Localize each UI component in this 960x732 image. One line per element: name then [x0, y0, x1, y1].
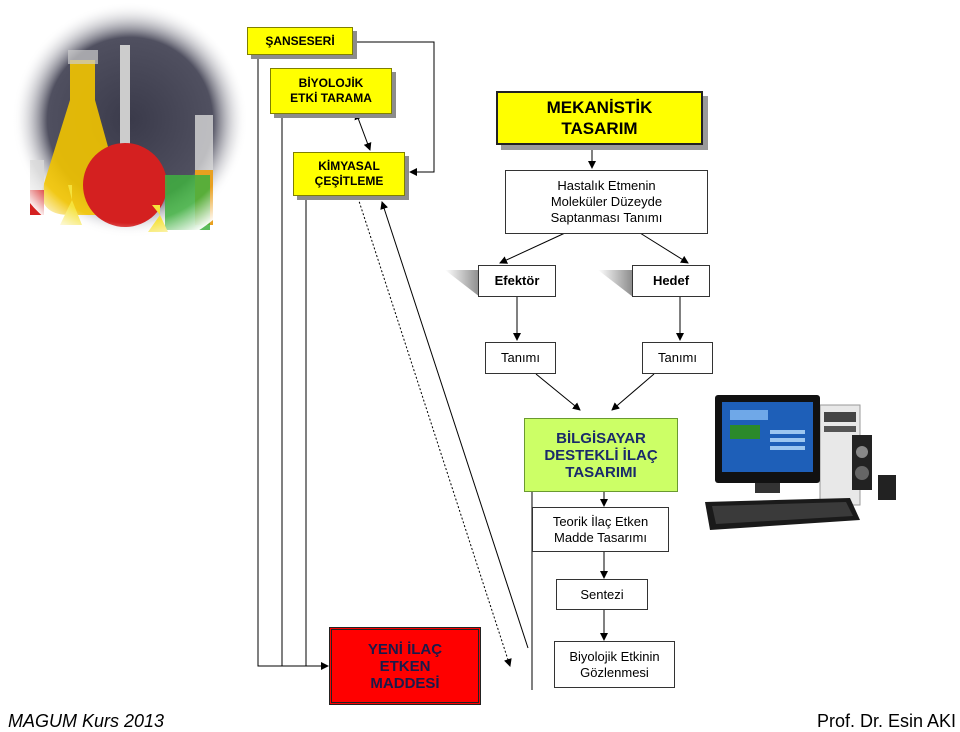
- kimyasal-cesitleme-box: KİMYASAL ÇEŞİTLEME: [293, 152, 405, 196]
- yeni-ilac-etken-maddesi-box: YENİ İLAÇ ETKEN MADDESİ: [329, 627, 481, 705]
- efektor-tanimi-box: Tanımı: [485, 342, 556, 374]
- hedef-tanimi-box: Tanımı: [642, 342, 713, 374]
- efektor-wedge: [445, 270, 480, 297]
- efektor-box: Efektör: [478, 265, 556, 297]
- biyolojik-etki-tarama-box: BİYOLOJİK ETKİ TARAMA: [270, 68, 392, 114]
- desktop-computer-icon: [705, 395, 896, 530]
- biyolojik-etkinin-gozlenmesi-box: Biyolojik Etkinin Gözlenmesi: [554, 641, 675, 688]
- hastalik-etmeni-box: Hastalık Etmenin Moleküler Düzeyde Sapta…: [505, 170, 708, 234]
- footer-course-name: MAGUM Kurs 2013: [8, 711, 165, 731]
- bilgisayar-destekli-ilac-tasarimi-box: BİLGİSAYAR DESTEKLİ İLAÇ TASARIMI: [524, 418, 678, 492]
- mekanistik-tasarim-box: MEKANİSTİK TASARIM: [496, 91, 703, 145]
- sanseseri-box: ŞANSESERİ: [247, 27, 353, 55]
- footer-author: Prof. Dr. Esin AKI: [816, 711, 956, 731]
- teorik-ilac-etken-box: Teorik İlaç Etken Madde Tasarımı: [532, 507, 669, 552]
- lab-glassware-icon: [0, 0, 260, 250]
- hedef-wedge: [598, 270, 633, 297]
- hedef-box: Hedef: [632, 265, 710, 297]
- sentezi-box: Sentezi: [556, 579, 648, 610]
